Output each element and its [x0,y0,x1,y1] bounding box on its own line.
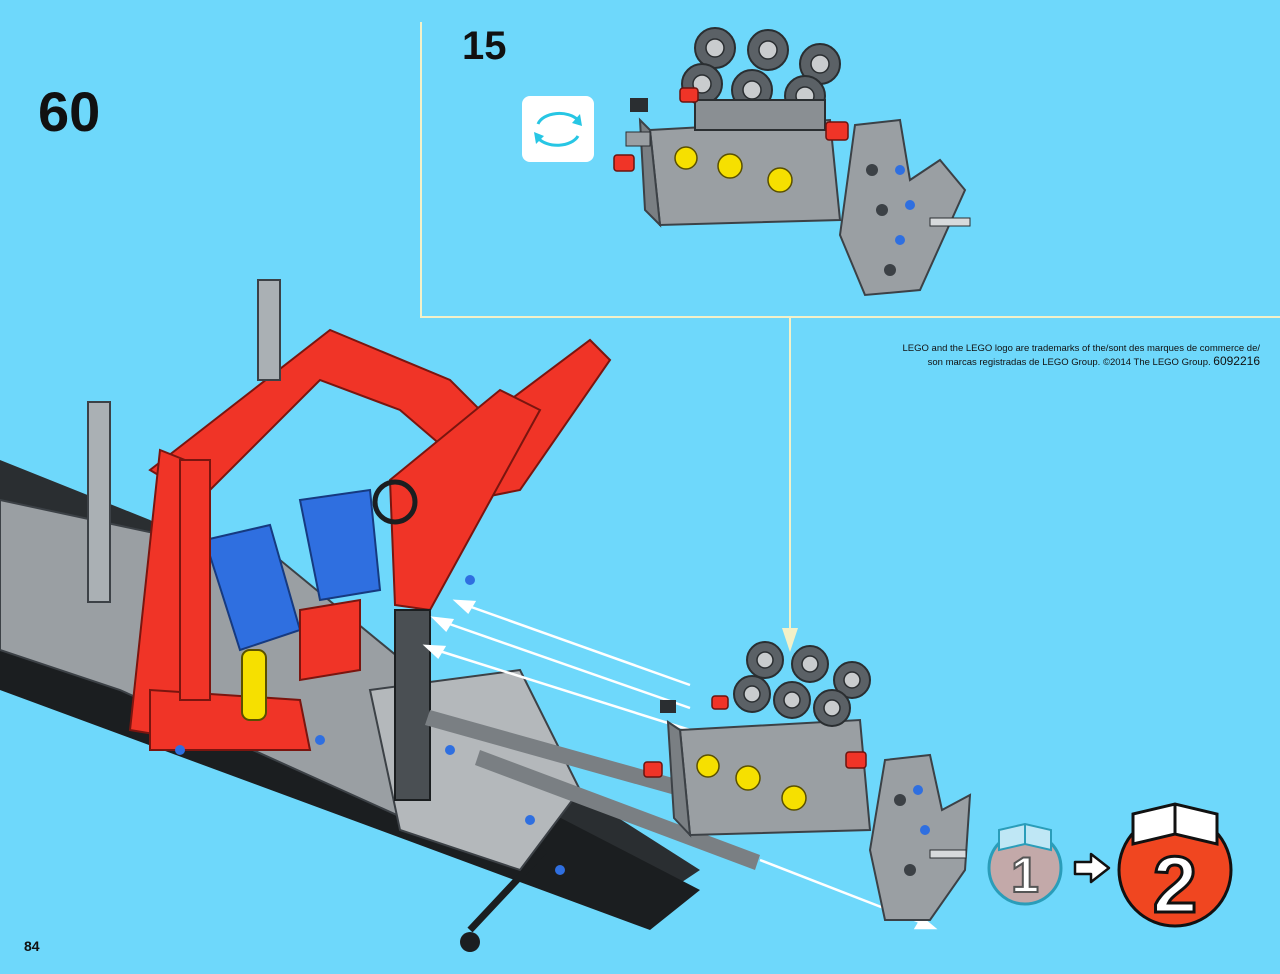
book-1-icon [987,822,1063,906]
step-number: 60 [38,80,101,143]
page-number: 84 [24,938,40,954]
book-2-icon [1117,802,1233,928]
main-model-assembly [0,279,760,952]
trademark-line-1: LEGO and the LEGO logo are trademarks of… [902,343,1261,354]
engine-subassembly-main [643,641,972,921]
book-2-number: 2 [1153,840,1198,929]
rotate-model-icon [522,96,594,162]
right-arrow-icon [1073,852,1111,884]
trademark-notice: LEGO and the LEGO logo are trademarks of… [820,343,1261,369]
trademark-line-2-text: son marcas registradas de LEGO Group. ©2… [927,357,1211,368]
book-indicator: 1 2 [987,802,1233,931]
callout-frame [420,22,1280,318]
engine-subassembly-callout [613,27,971,297]
substep-number: 15 [462,24,507,68]
product-code: 6092216 [1213,354,1260,368]
book-1-number: 1 [1011,847,1039,903]
trademark-line-2: son marcas registradas de LEGO Group. ©2… [820,355,1260,369]
